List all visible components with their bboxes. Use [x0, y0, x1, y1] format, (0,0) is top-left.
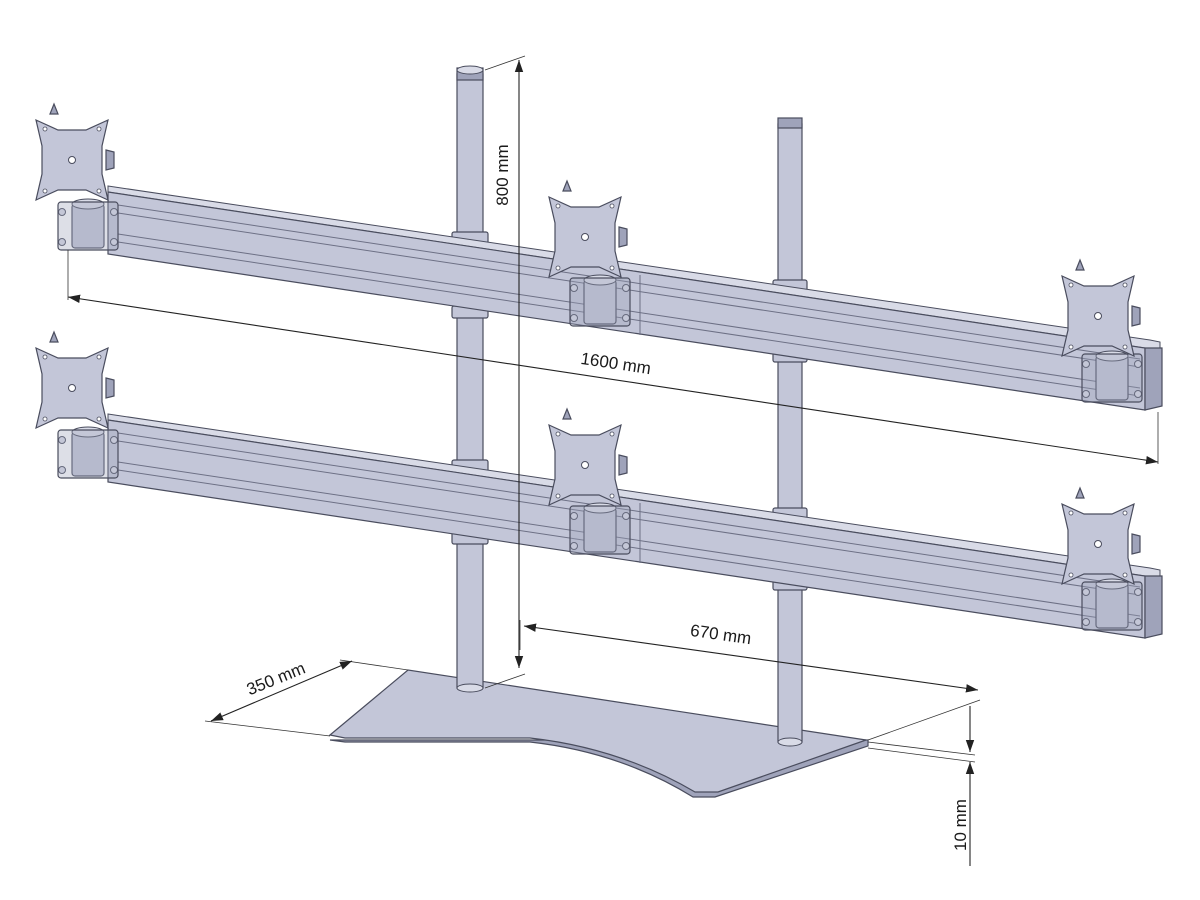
mount-lower-left — [35, 331, 119, 479]
dimension-base-thickness: 10 mm — [867, 706, 976, 866]
dimension-height: 800 mm — [484, 55, 526, 689]
dimension-width-label: 1600 mm — [579, 349, 652, 378]
rear-post — [772, 117, 808, 747]
upper-rail — [107, 185, 1163, 411]
lower-rail — [107, 413, 1163, 639]
mount-upper-left — [35, 103, 119, 251]
front-post — [451, 65, 489, 693]
base-plate — [328, 669, 869, 798]
dimension-base-thickness-label: 10 mm — [951, 799, 970, 851]
dimension-base-length-label: 670 mm — [689, 621, 752, 648]
dimension-height-label: 800 mm — [493, 144, 512, 205]
